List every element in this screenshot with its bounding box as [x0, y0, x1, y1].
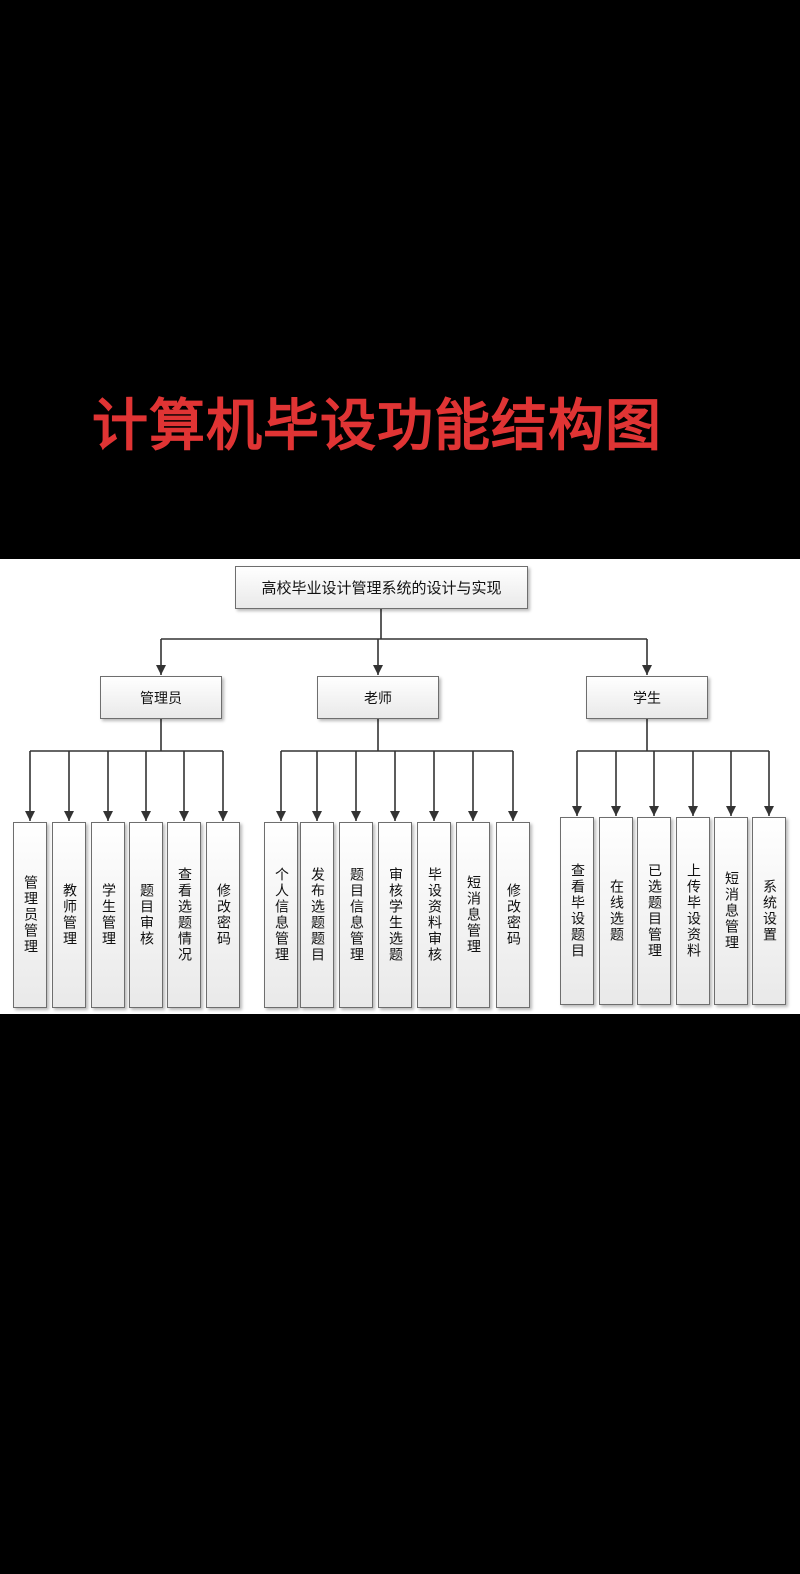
- admin-leaf-node: 查看选题情况: [167, 822, 201, 1008]
- student-leaf-node: 系统设置: [752, 817, 786, 1005]
- arrowhead: [508, 811, 518, 821]
- role-node-label: 管理员: [140, 690, 182, 707]
- connector-lines: [25, 609, 774, 821]
- arrowhead: [64, 811, 74, 821]
- leaf-node-label: 发布选题题目: [309, 867, 325, 963]
- leaf-node-label: 短消息管理: [723, 871, 739, 951]
- arrowhead: [373, 665, 383, 675]
- teacher-leaf-node: 题目信息管理: [339, 822, 373, 1008]
- leaf-node-label: 查看毕设题目: [569, 863, 585, 959]
- arrowhead: [351, 811, 361, 821]
- admin-leaf-node: 管理员管理: [13, 822, 47, 1008]
- admin-leaf-node: 修改密码: [206, 822, 240, 1008]
- leaf-node-label: 题目信息管理: [348, 867, 364, 963]
- admin-leaf-node: 学生管理: [91, 822, 125, 1008]
- leaf-node-label: 查看选题情况: [176, 867, 192, 963]
- arrowhead: [649, 806, 659, 816]
- function-structure-diagram: 高校毕业设计管理系统的设计与实现 管理员 管理员管理 教师管理 学生管理 题目审…: [0, 559, 800, 1014]
- teacher-leaf-node: 审核学生选题: [378, 822, 412, 1008]
- teacher-leaf-node: 个人信息管理: [264, 822, 298, 1008]
- admin-leaf-node: 教师管理: [52, 822, 86, 1008]
- arrowhead: [390, 811, 400, 821]
- root-node: 高校毕业设计管理系统的设计与实现: [235, 566, 528, 609]
- admin-leaf-node: 题目审核: [129, 822, 163, 1008]
- role-node-label: 学生: [633, 690, 661, 707]
- leaf-node-label: 题目审核: [138, 883, 154, 947]
- role-node-admin: 管理员: [100, 676, 222, 719]
- teacher-leaf-node: 短消息管理: [456, 822, 490, 1008]
- student-leaf-node: 在线选题: [599, 817, 633, 1005]
- arrowhead: [312, 811, 322, 821]
- arrowhead: [688, 806, 698, 816]
- arrowhead: [179, 811, 189, 821]
- arrowhead: [764, 806, 774, 816]
- leaf-node-label: 上传毕设资料: [685, 863, 701, 959]
- leaf-node-label: 短消息管理: [465, 875, 481, 955]
- role-node-teacher: 老师: [317, 676, 439, 719]
- leaf-node-label: 学生管理: [100, 883, 116, 947]
- headline-title: 计算机毕设功能结构图: [92, 394, 662, 459]
- student-leaf-node: 已选题目管理: [637, 817, 671, 1005]
- student-leaf-node: 上传毕设资料: [676, 817, 710, 1005]
- leaf-node-label: 修改密码: [215, 883, 231, 947]
- arrowhead: [611, 806, 621, 816]
- root-node-label: 高校毕业设计管理系统的设计与实现: [261, 579, 502, 597]
- arrowhead: [468, 811, 478, 821]
- leaf-node-label: 系统设置: [761, 879, 777, 943]
- student-leaf-node: 短消息管理: [714, 817, 748, 1005]
- arrowhead: [103, 811, 113, 821]
- teacher-leaf-node: 修改密码: [496, 822, 530, 1008]
- arrowhead: [218, 811, 228, 821]
- teacher-leaf-node: 发布选题题目: [300, 822, 334, 1008]
- leaf-node-label: 修改密码: [505, 883, 521, 947]
- student-leaf-node: 查看毕设题目: [560, 817, 594, 1005]
- leaf-node-label: 管理员管理: [22, 875, 38, 955]
- arrowhead: [572, 806, 582, 816]
- role-node-label: 老师: [364, 690, 392, 707]
- leaf-node-label: 个人信息管理: [273, 867, 289, 963]
- arrowhead: [156, 665, 166, 675]
- role-node-student: 学生: [586, 676, 708, 719]
- arrowhead: [25, 811, 35, 821]
- leaf-node-label: 教师管理: [61, 883, 77, 947]
- arrowhead: [141, 811, 151, 821]
- leaf-node-label: 在线选题: [608, 879, 624, 943]
- leaf-node-label: 已选题目管理: [646, 863, 662, 959]
- arrowhead: [642, 665, 652, 675]
- leaf-node-label: 毕设资料审核: [426, 867, 442, 963]
- leaf-node-label: 审核学生选题: [387, 867, 403, 963]
- teacher-leaf-node: 毕设资料审核: [417, 822, 451, 1008]
- arrowhead: [429, 811, 439, 821]
- arrowhead: [276, 811, 286, 821]
- arrowhead: [726, 806, 736, 816]
